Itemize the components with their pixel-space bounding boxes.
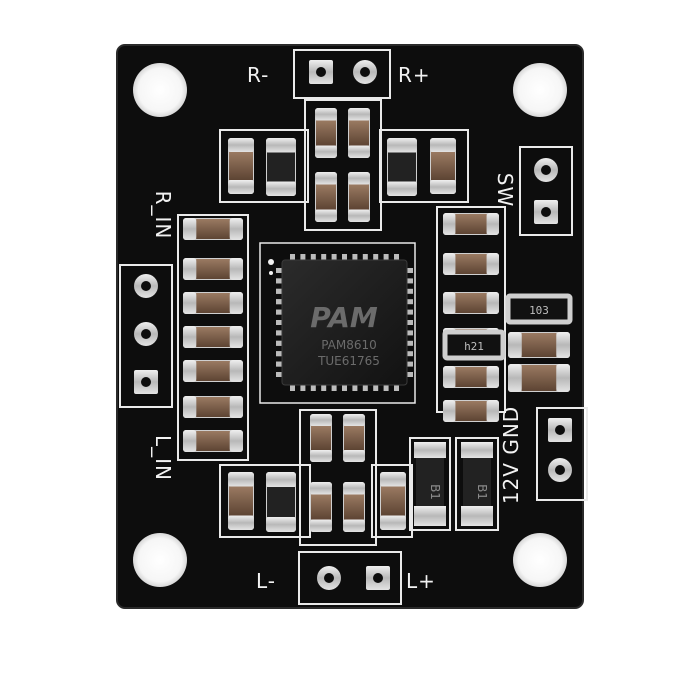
label-r-plus: R+ bbox=[398, 63, 431, 87]
chip-logo: PAM bbox=[310, 301, 378, 334]
smd-capacitor bbox=[228, 472, 254, 530]
silkscreen-outlines bbox=[119, 49, 588, 605]
smd-capacitor bbox=[508, 364, 570, 392]
smd-capacitor bbox=[228, 138, 254, 194]
smd-capacitor bbox=[443, 292, 499, 314]
smd-capacitor bbox=[387, 138, 417, 196]
diode-1-label: B1 bbox=[428, 484, 442, 500]
smd-capacitor bbox=[266, 138, 296, 196]
pin1-markers bbox=[268, 259, 274, 275]
label-power: 12V GND bbox=[499, 406, 523, 504]
smd-capacitor bbox=[310, 482, 332, 532]
smd-capacitor bbox=[343, 414, 365, 462]
smd-capacitor bbox=[183, 396, 243, 418]
label-sw: SW bbox=[493, 173, 517, 207]
smd-capacitor bbox=[348, 172, 370, 222]
smd-capacitor bbox=[508, 332, 570, 358]
label-l-plus: L+ bbox=[406, 569, 436, 593]
resistor-103-label: 103 bbox=[529, 304, 549, 317]
smd-capacitor bbox=[348, 108, 370, 158]
chip-lot-code: TUE61765 bbox=[317, 354, 380, 368]
smd-capacitor bbox=[315, 172, 337, 222]
smd-capacitor bbox=[183, 292, 243, 314]
label-r-minus: R- bbox=[247, 63, 269, 87]
header-pads bbox=[134, 60, 572, 590]
smd-capacitor bbox=[183, 430, 243, 452]
smd-capacitor bbox=[183, 258, 243, 280]
smd-capacitor bbox=[266, 472, 296, 532]
diode-2-label: B1 bbox=[475, 484, 489, 500]
smd-capacitor bbox=[343, 482, 365, 532]
smd-capacitor bbox=[183, 360, 243, 382]
pam8610-chip: PAM PAM8610 TUE61765 bbox=[276, 254, 413, 391]
smd-capacitor bbox=[443, 213, 499, 235]
mounting-holes bbox=[133, 63, 567, 587]
smd-capacitor bbox=[183, 326, 243, 348]
chip-part-number: PAM8610 bbox=[321, 338, 377, 352]
smd-capacitor bbox=[443, 366, 499, 388]
label-l-minus: L- bbox=[256, 569, 276, 593]
smd-capacitor bbox=[310, 414, 332, 462]
resistor-h21-label: h21 bbox=[464, 340, 484, 353]
label-l-in: L_IN bbox=[151, 435, 175, 481]
smd-capacitor bbox=[380, 472, 406, 530]
smd-capacitor bbox=[443, 253, 499, 275]
smd-capacitor bbox=[183, 218, 243, 240]
smd-capacitor bbox=[443, 400, 499, 422]
smd-capacitor bbox=[430, 138, 456, 194]
diodes: B1 B1 bbox=[414, 442, 493, 526]
label-r-in: R_IN bbox=[151, 191, 175, 240]
smd-capacitor bbox=[315, 108, 337, 158]
marked-resistors: 103 h21 bbox=[442, 293, 573, 361]
